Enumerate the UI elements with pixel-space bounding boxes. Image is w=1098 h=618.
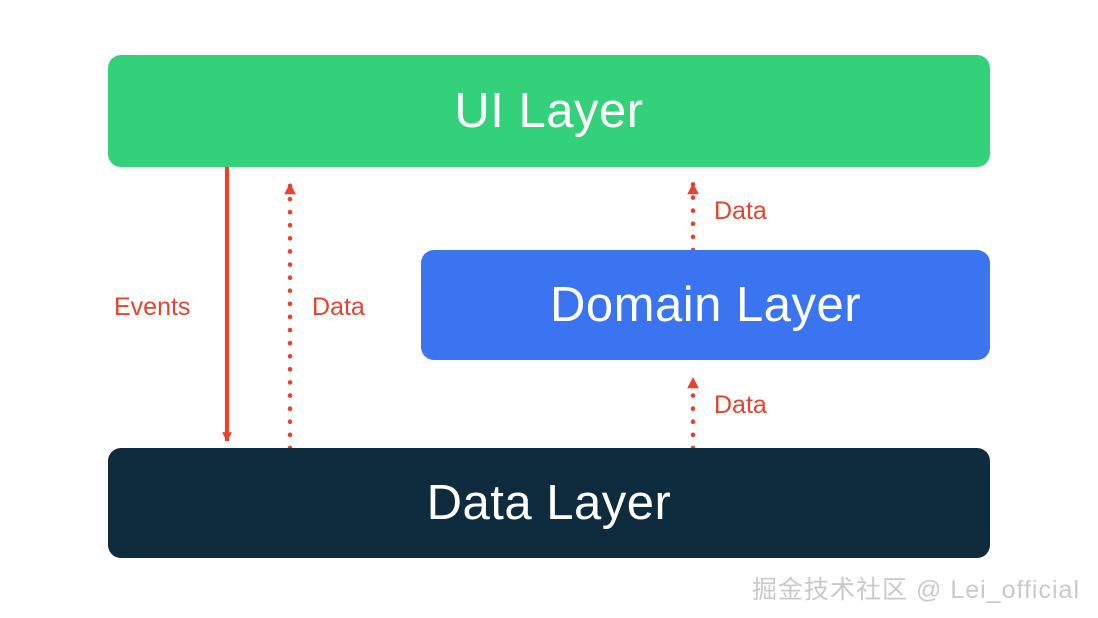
edge-label-domain-to-ui: Data bbox=[714, 197, 767, 225]
layer-title-ui: UI Layer bbox=[454, 84, 644, 138]
edge-label-data-to-domain: Data bbox=[714, 391, 767, 419]
watermark-text: 掘金技术社区 @ Lei_official bbox=[752, 576, 1080, 604]
layer-box-domain[interactable]: Domain Layer bbox=[421, 250, 990, 360]
layer-box-data[interactable]: Data Layer bbox=[108, 448, 990, 558]
edge-label-events: Events bbox=[114, 293, 191, 321]
layer-title-data: Data Layer bbox=[426, 476, 672, 530]
edge-label-data-to-ui: Data bbox=[312, 293, 365, 321]
layer-title-domain: Domain Layer bbox=[549, 278, 862, 332]
layer-box-ui[interactable]: UI Layer bbox=[108, 55, 990, 167]
